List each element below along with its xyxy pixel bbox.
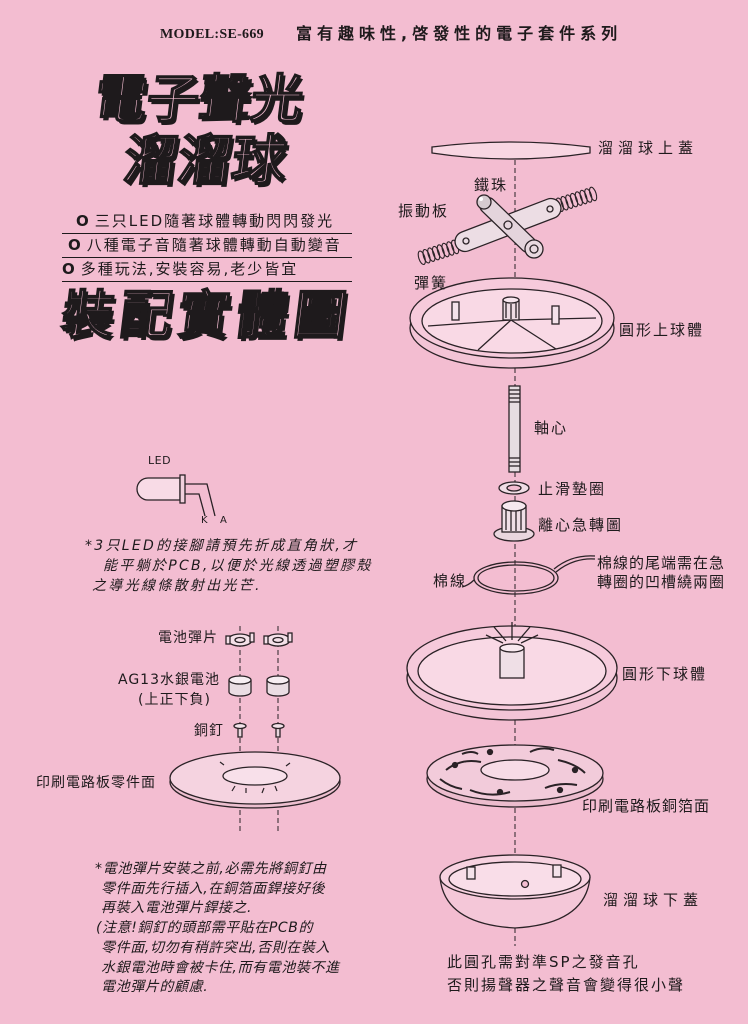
upper-body-shape <box>409 277 615 369</box>
model-number: MODEL:SE-669 <box>160 27 264 42</box>
label-upper-body: 圓形上球體 <box>619 321 705 339</box>
assembly-note-line: 電池彈片的顧慮. <box>101 979 209 996</box>
hole-note: 此圓孔需對準SP之發音孔 否則揚聲器之聲音會變得很小聲 <box>447 951 685 997</box>
pcb-component-side-shape <box>169 751 341 809</box>
lower-body-shape <box>406 622 618 721</box>
copper-rivet-shape <box>233 722 285 738</box>
bottom-cover-shape <box>439 854 591 929</box>
label-pcb-component-side: 印刷電路板零件面 <box>36 775 156 791</box>
battery-clip-shape <box>225 632 293 647</box>
assembly-note-line: 再裝入電池彈片銲接之. <box>101 900 253 917</box>
pcb-copper-side-shape <box>426 744 604 808</box>
feature-item: O 多種玩法,安裝容易,老少皆宜 <box>62 258 352 282</box>
hole-note-line: 此圓孔需對準SP之發音孔 <box>447 953 640 971</box>
vibration-plate-shape <box>454 196 562 259</box>
led-label: LED <box>148 454 172 467</box>
assembly-note-line: 水銀電池時會被卡住,而有電池裝不進 <box>101 959 340 976</box>
feature-text: 八種電子音隨著球體轉動自動變音 <box>86 236 342 254</box>
label-top-cover: 溜溜球上蓋 <box>598 139 699 157</box>
spinner-shape <box>493 500 535 542</box>
assembly-note-line: 零件面先行插入,在銅箔面銲接好後 <box>101 880 326 897</box>
assembly-note-line: *電池彈片安裝之前,必需先將銅釘由 <box>95 861 327 877</box>
label-copper-rivet: 銅釘 <box>194 723 224 739</box>
label-washer: 止滑墊圈 <box>538 480 607 498</box>
feature-text: 多種玩法,安裝容易,老少皆宜 <box>80 260 299 278</box>
section-title: 裝配實體圖 <box>58 285 357 347</box>
assembly-note-line: (注意!銅釘的頭部需平貼在PCB的 <box>96 920 314 937</box>
feature-item: O 三只LED隨著球體轉動閃閃發光 <box>62 210 352 234</box>
hole-note-line: 否則揚聲器之聲音會變得很小聲 <box>447 976 686 994</box>
string-note-line: 棉線的尾端需在急 <box>597 554 726 572</box>
assembly-note-line: 零件面,切勿有稍許突出,否則在裝入 <box>101 939 331 956</box>
assembly-note: *電池彈片安裝之前,必需先將銅釘由 零件面先行插入,在銅箔面銲接好後 再裝入電池… <box>95 860 340 998</box>
feature-list: O 三只LED隨著球體轉動閃閃發光 O 八種電子音隨著球體轉動自動變音 O 多種玩法,… <box>62 210 352 282</box>
label-iron-ball: 鐵珠 <box>474 176 509 194</box>
axle-shape <box>508 385 521 473</box>
top-cover-shape <box>431 141 591 160</box>
label-axle: 軸心 <box>534 419 569 437</box>
bullet-marker: O <box>62 260 75 278</box>
led-note-line: *3只LED的接腳請預先折成直角狀,才 <box>85 538 359 554</box>
label-battery-clip: 電池彈片 <box>158 630 218 646</box>
label-spring: 彈簧 <box>414 274 449 292</box>
string-note: 棉線的尾端需在急 轉圈的凹槽繞兩圈 <box>597 554 725 592</box>
product-title-line2: 溜溜球 <box>119 128 290 193</box>
led-note: *3只LED的接腳請預先折成直角狀,才 能平躺於PCB,以便於光線透過塑膠殼 之… <box>85 536 373 596</box>
cotton-string-shape <box>461 555 596 595</box>
product-title-line1: 電子聲光 <box>91 69 308 131</box>
label-pcb-copper-side: 印刷電路板銅箔面 <box>582 797 711 815</box>
iron-ball-shape <box>476 194 492 210</box>
left-spring-shape <box>417 239 460 266</box>
led-shape <box>136 474 216 517</box>
right-spring-shape <box>555 186 598 213</box>
label-battery: AG13水銀電池 <box>118 672 220 688</box>
label-string: 棉線 <box>433 572 468 590</box>
led-note-line: 之導光線條散射出光芒. <box>92 578 262 594</box>
speaker-hole <box>520 879 530 889</box>
label-spinner: 離心急轉圖 <box>538 516 624 534</box>
feature-text: 三只LED隨著球體轉動閃閃發光 <box>94 212 335 230</box>
label-bottom-cover: 溜溜球下蓋 <box>603 891 704 909</box>
label-battery-polarity: (上正下負) <box>138 692 211 708</box>
led-pin-k: K <box>201 515 208 526</box>
battery-shape <box>228 675 290 697</box>
washer-shape <box>498 481 530 495</box>
led-pin-a: A <box>220 515 227 526</box>
label-lower-body: 圓形下球體 <box>622 665 708 683</box>
string-note-line: 轉圈的凹槽繞兩圈 <box>597 573 726 591</box>
bullet-marker: O <box>76 212 89 230</box>
series-tagline: 富有趣味性,啓發性的電子套件系列 <box>296 24 623 43</box>
feature-item: O 八種電子音隨著球體轉動自動變音 <box>62 234 352 258</box>
bullet-marker: O <box>68 236 81 254</box>
label-vibration-plate: 振動板 <box>398 202 450 220</box>
led-note-line: 能平躺於PCB,以便於光線透過塑膠殼 <box>103 558 373 574</box>
